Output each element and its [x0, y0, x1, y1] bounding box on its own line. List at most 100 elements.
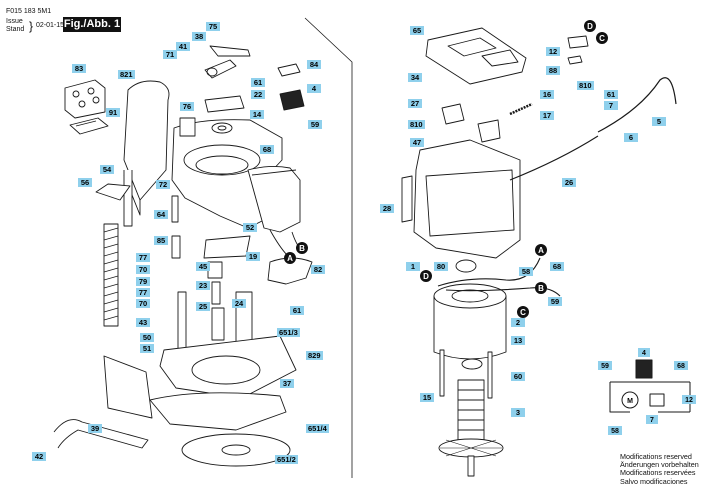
callout-34: 34: [408, 73, 422, 82]
callout-85: 85: [154, 236, 168, 245]
figure-label: Fig./Abb. 1: [63, 17, 121, 32]
callout-15: 15: [420, 393, 434, 402]
callout-50: 50: [140, 333, 154, 342]
schematic-label-m: M: [627, 398, 633, 405]
knob-56: [95, 183, 131, 201]
callout-45: 45: [196, 262, 210, 271]
callout-77-b: 77: [136, 288, 150, 297]
callout-52: 52: [243, 223, 257, 232]
connector-b1: B: [299, 244, 305, 253]
note-en: Modifications reserved: [620, 452, 692, 461]
note-es: Salvo modificaciones: [620, 476, 688, 486]
callout-13: 13: [511, 336, 525, 345]
callout-651-4: 651/4: [306, 424, 329, 433]
stand-label: Stand: [6, 26, 25, 33]
schematic-label-68: 68: [677, 363, 685, 370]
callout-58: 58: [519, 267, 533, 276]
connector-a1: A: [287, 254, 293, 263]
callout-810-a: 810: [408, 120, 425, 129]
callout-84: 84: [307, 60, 321, 69]
connector-d1: D: [587, 22, 593, 31]
callout-68: 68: [260, 145, 274, 154]
callout-56: 56: [78, 178, 92, 187]
bracket: }: [29, 19, 34, 33]
connector-c1: C: [599, 34, 605, 43]
divider-line: [304, 17, 353, 478]
callout-821: 821: [118, 70, 135, 79]
schematic-label-58: 58: [611, 428, 619, 435]
note-de: Änderungen vorbehalten: [620, 460, 699, 470]
callout-12: 12: [546, 47, 560, 56]
callout-59-b: 59: [548, 297, 562, 306]
issue-date: 02-01-15: [36, 22, 65, 29]
callout-77-a: 77: [136, 253, 150, 262]
callout-64: 64: [154, 210, 168, 219]
callout-651-2: 651/2: [275, 455, 298, 464]
callout-51: 51: [140, 344, 154, 353]
callout-65: 65: [410, 26, 424, 35]
callout-28: 28: [380, 204, 394, 213]
connector-b2: B: [538, 284, 544, 293]
callout-14: 14: [250, 110, 264, 119]
callout-72: 72: [156, 180, 170, 189]
callout-61-b: 61: [604, 90, 618, 99]
callout-3: 3: [511, 408, 525, 417]
callout-26: 26: [562, 178, 576, 187]
callout-59: 59: [308, 120, 322, 129]
callout-4: 4: [307, 84, 321, 93]
connector-a2: A: [538, 246, 544, 255]
callout-79: 79: [136, 277, 150, 286]
callout-19: 19: [246, 252, 260, 261]
callout-1: 1: [406, 262, 420, 271]
callout-88: 88: [546, 66, 560, 75]
callout-70-a: 70: [136, 265, 150, 274]
callout-68-b: 68: [550, 262, 564, 271]
callout-43: 43: [136, 318, 150, 327]
callout-70-b: 70: [136, 299, 150, 308]
callout-71: 71: [163, 50, 177, 59]
callout-60: 60: [511, 372, 525, 381]
callout-83: 83: [72, 64, 86, 73]
callout-39: 39: [88, 424, 102, 433]
modification-notes: Modifications reserved Änderungen vorbeh…: [620, 452, 699, 486]
callout-61: 61: [251, 78, 265, 87]
callout-61-c: 61: [290, 306, 304, 315]
callout-651-3: 651/3: [277, 328, 300, 337]
drawing-number: F015 183 5M1: [6, 8, 52, 15]
callout-82: 82: [311, 265, 325, 274]
callout-7: 7: [604, 101, 618, 110]
schematic-label-7: 7: [650, 417, 654, 424]
callout-6: 6: [624, 133, 638, 142]
callout-17: 17: [540, 111, 554, 120]
callout-25: 25: [196, 302, 210, 311]
callout-16: 16: [540, 90, 554, 99]
callout-80: 80: [434, 262, 448, 271]
callout-24: 24: [232, 299, 246, 308]
callout-54: 54: [100, 165, 114, 174]
callout-41: 41: [176, 42, 190, 51]
callout-829: 829: [306, 351, 323, 360]
issue-label: Issue: [6, 18, 23, 25]
schematic-label-12: 12: [685, 397, 693, 404]
callout-91: 91: [106, 108, 120, 117]
schematic-label-4: 4: [642, 350, 646, 357]
callout-22: 22: [251, 90, 265, 99]
connector-d2: D: [423, 272, 429, 281]
callout-27: 27: [408, 99, 422, 108]
callout-75: 75: [206, 22, 220, 31]
callout-23: 23: [196, 281, 210, 290]
callout-42: 42: [32, 452, 46, 461]
callout-37: 37: [280, 379, 294, 388]
connector-circles: A B D C A B C D: [284, 20, 608, 318]
note-fr: Modifications reservées: [620, 468, 696, 478]
callout-47: 47: [410, 138, 424, 147]
connector-c2: C: [520, 308, 526, 317]
callout-38: 38: [192, 32, 206, 41]
callout-76: 76: [180, 102, 194, 111]
callout-2: 2: [511, 318, 525, 327]
callout-810-b: 810: [577, 81, 594, 90]
callout-5: 5: [652, 117, 666, 126]
schematic-label-59: 59: [601, 363, 609, 370]
